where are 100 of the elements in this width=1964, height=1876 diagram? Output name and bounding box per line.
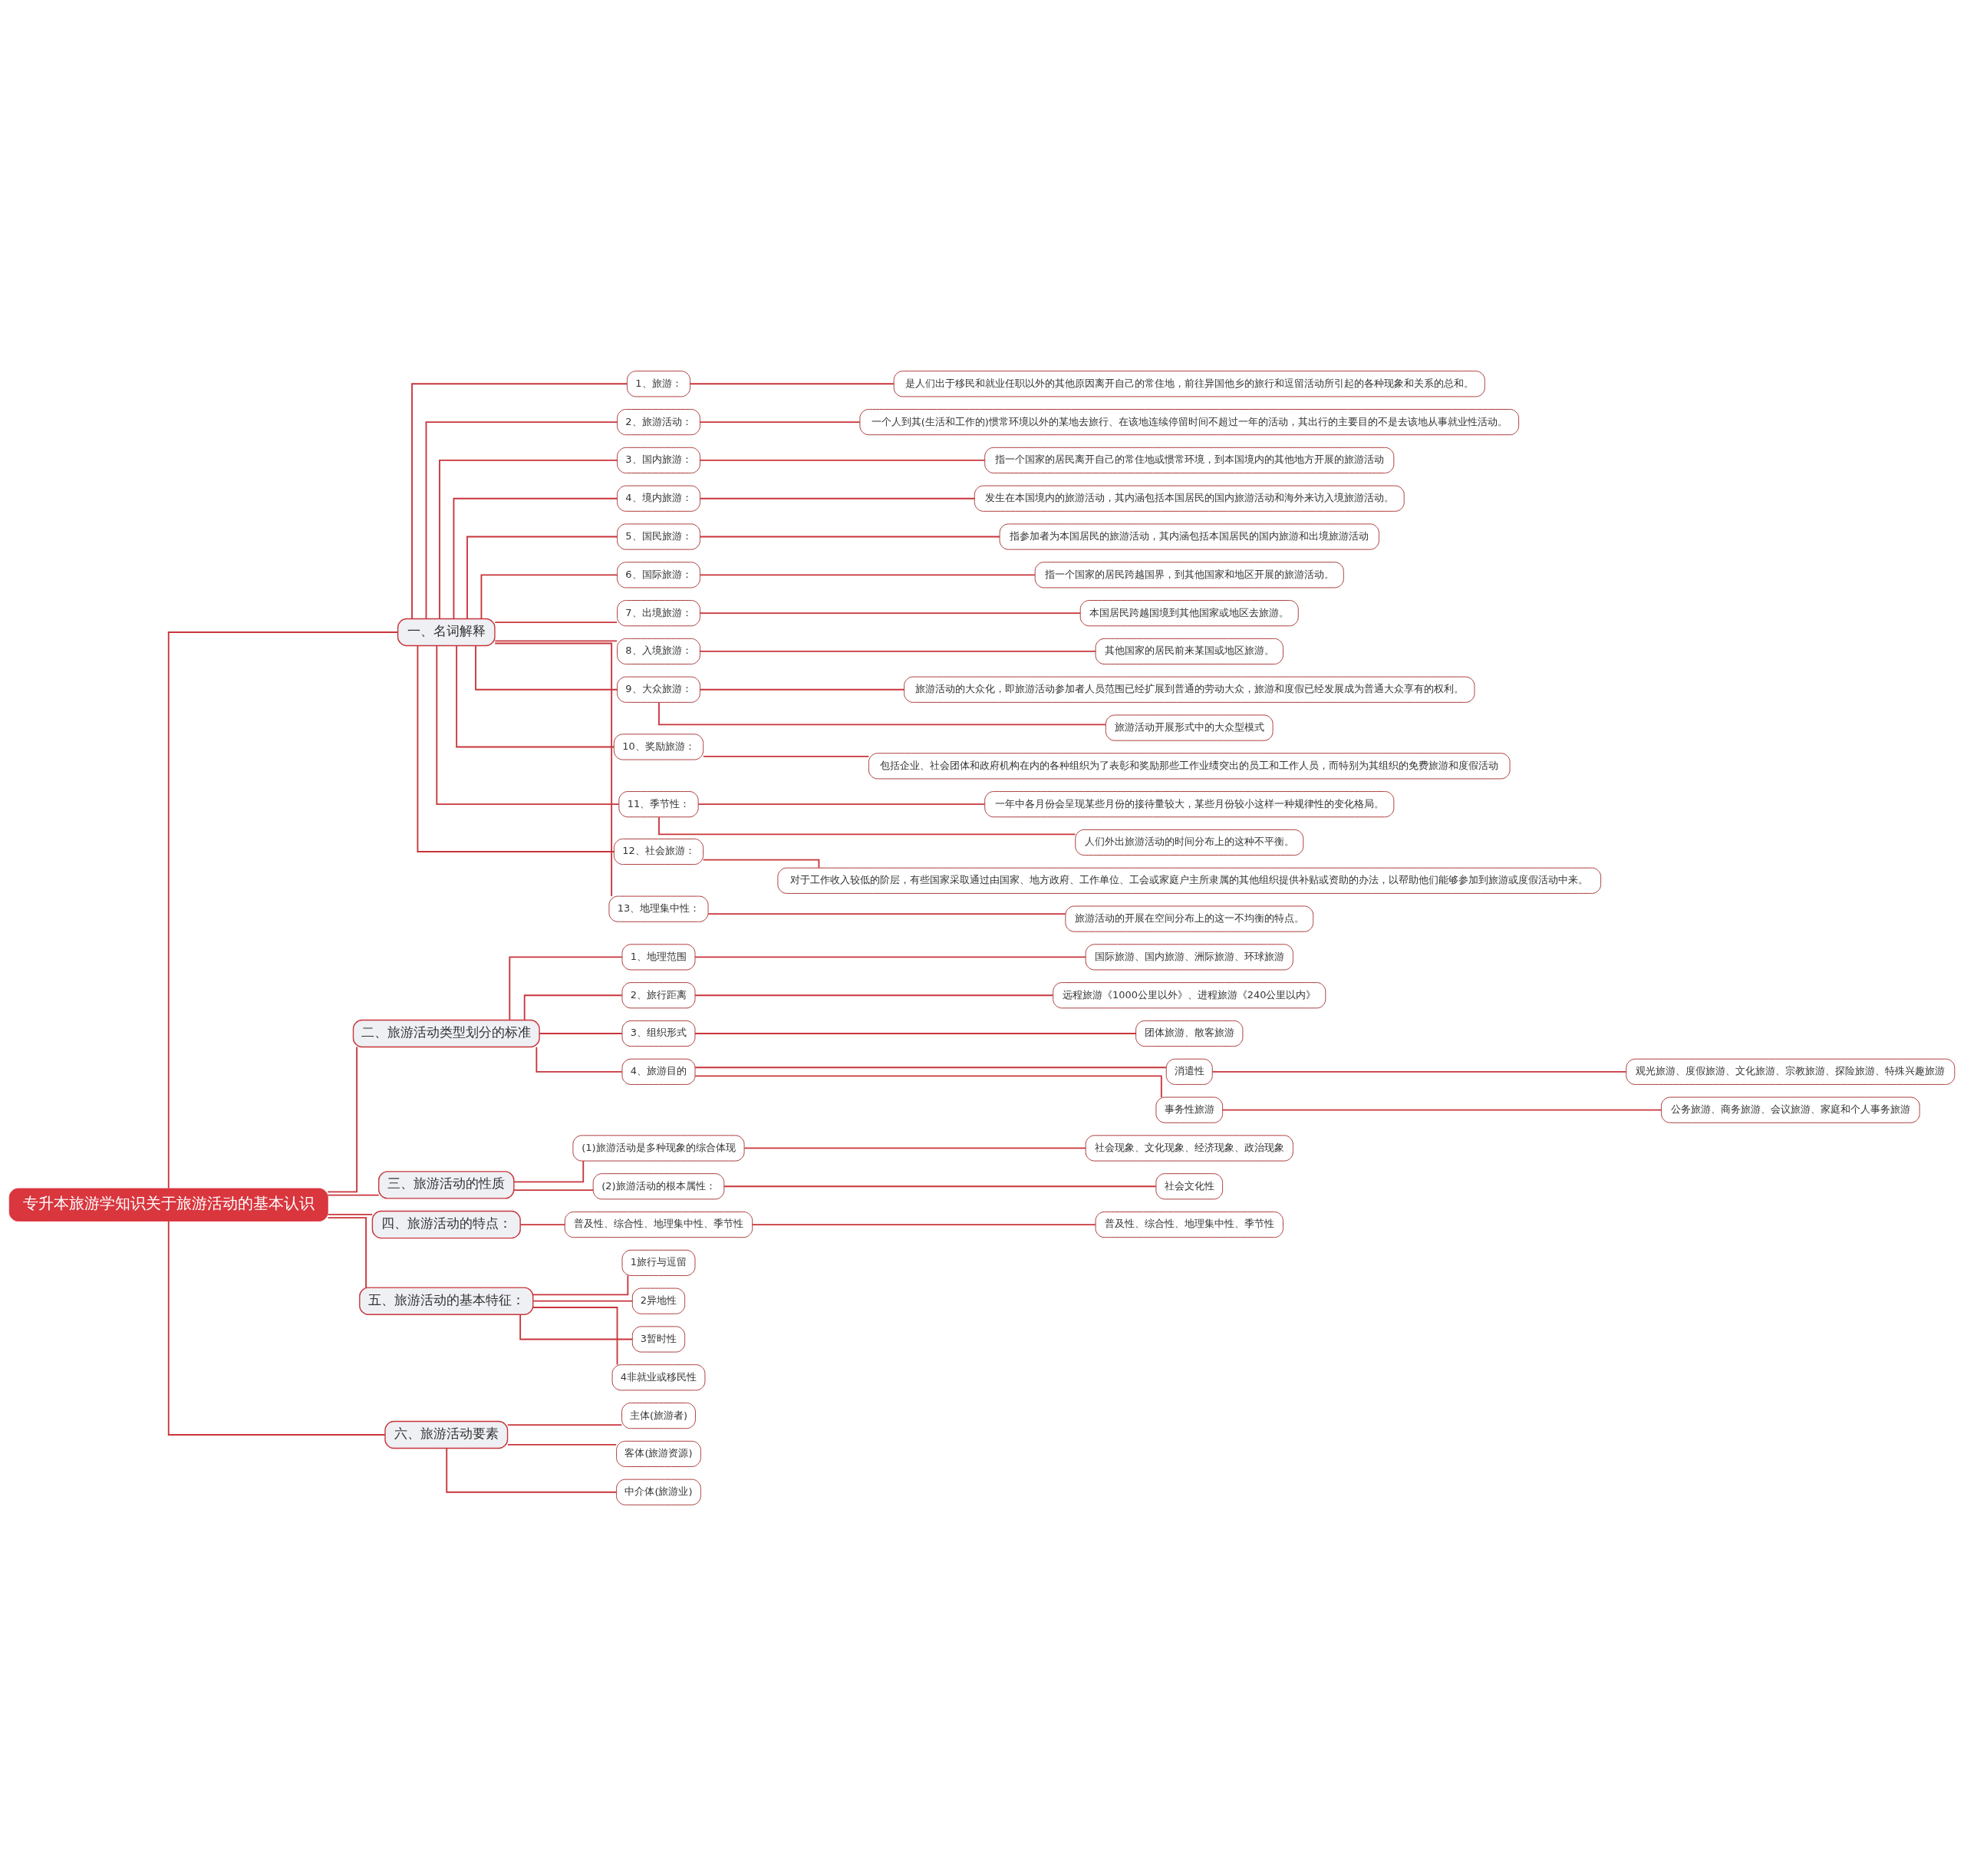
- connector: [532, 1274, 629, 1296]
- node-box: 13、地理集中性：: [608, 895, 709, 922]
- node-box: 4、旅游目的: [621, 1058, 696, 1085]
- node-box: 五、旅游活动的基本特征：: [359, 1287, 534, 1315]
- node-box: 事务性旅游: [1155, 1096, 1224, 1123]
- connector: [702, 756, 870, 757]
- connector: [707, 913, 1066, 915]
- node-box: 2、旅游活动：: [617, 409, 700, 436]
- connector: [327, 1046, 358, 1193]
- connector: [699, 574, 1036, 576]
- node-box: 二、旅游活动类型划分的标准: [352, 1019, 540, 1048]
- connector: [327, 1213, 374, 1215]
- node-box: 2、旅行距离: [621, 982, 696, 1009]
- connector: [694, 956, 1086, 958]
- connector: [539, 1033, 623, 1034]
- node-box: 包括企业、社会团体和政府机构在内的各种组织为了表彰和奖励那些工作业绩突出的员工和工作人员，而特别为其组织的免费旅游和度假活动: [868, 753, 1511, 780]
- connector: [453, 497, 618, 620]
- node-box: 旅游活动的大众化，即旅游活动参加者人员范围已经扩展到普通的劳动大众，旅游和度假已经发展成为普通大众享有的权利。: [904, 676, 1475, 703]
- node-box: 指一个国家的居民跨越国界，到其他国家和地区开展的旅游活动。: [1034, 562, 1344, 589]
- connector: [506, 1424, 623, 1426]
- node-box: 指一个国家的居民离开自己的常住地或惯常环境，到本国境内的其他地方开展的旅游活动: [984, 447, 1395, 473]
- connector: [699, 612, 1081, 615]
- connector: [743, 1147, 1086, 1149]
- node-box: 一个人到其(生活和工作的)惯常环境以外的某地去旅行、在该地连续停留时间不超过一年的活动，其出行的主要目的不是去该地从事就业性活动。: [859, 409, 1520, 436]
- node-box: 对于工作收入较低的阶层，有些国家采取通过由国家、地方政府、工作单位、工会或家庭户主所隶属的其他组织提供补贴或资助的办法，以帮助他们能够参加到旅游或度假活动中来。: [777, 867, 1602, 894]
- node-box: 3暂时性: [631, 1326, 686, 1353]
- node-box: 四、旅游活动的特点：: [371, 1210, 521, 1239]
- connector: [699, 460, 986, 461]
- node-box: 12、社会旅游：: [613, 838, 704, 865]
- node-box: 专升本旅游学知识关于旅游活动的基本认识: [8, 1188, 328, 1222]
- node-box: 发生在本国境内的旅游活动，其内涵包括本国居民的国内旅游活动和海外来访入境旅游活动。: [974, 485, 1405, 512]
- connector: [699, 688, 905, 691]
- connector: [699, 497, 976, 499]
- node-box: 远程旅游《1000公里以外》、进程旅游《240公里以内》: [1053, 982, 1326, 1009]
- connector: [480, 574, 618, 620]
- connector: [694, 1033, 1137, 1034]
- connector: [1221, 1109, 1662, 1111]
- connector: [697, 803, 986, 806]
- connector: [411, 383, 628, 620]
- connector: [702, 859, 820, 869]
- node-box: 一年中各月份会呈现某些月份的接待量较大，某些月份较小这样一种规律性的变化格局。: [984, 791, 1395, 818]
- connector: [658, 701, 1106, 726]
- node-box: 6、国际旅游：: [617, 562, 700, 589]
- node-box: 是人们出于移民和就业任职以外的其他原因离开自己的常住地，前往异国他乡的旅行和逗留活动所引起的各种现象和关系的总和。: [893, 371, 1485, 397]
- node-box: 1旅行与逗留: [621, 1249, 696, 1276]
- node-box: 社会现象、文化现象、经济现象、政治现象: [1085, 1135, 1293, 1162]
- connector: [456, 645, 615, 748]
- connector: [694, 1075, 1162, 1098]
- node-box: 旅游活动的开展在空间分布上的这一不均衡的特点。: [1065, 905, 1314, 932]
- connector: [506, 1444, 618, 1446]
- connector: [494, 642, 613, 897]
- node-box: 1、地理范围: [621, 944, 696, 971]
- connector: [475, 645, 618, 691]
- node-box: 主体(旅游者): [621, 1403, 696, 1429]
- connector: [535, 1046, 623, 1073]
- node-box: 7、出境旅游：: [617, 600, 700, 627]
- node-box: 其他国家的居民前来某国或地区旅游。: [1095, 638, 1284, 664]
- node-box: 9、大众旅游：: [617, 676, 700, 703]
- connector: [723, 1185, 1157, 1188]
- connector: [417, 645, 615, 852]
- node-box: 8、入境旅游：: [617, 638, 700, 664]
- connector: [436, 645, 620, 806]
- node-box: 3、组织形式: [621, 1020, 696, 1047]
- connector: [699, 651, 1096, 652]
- node-box: 4非就业或移民性: [611, 1364, 706, 1391]
- connector: [167, 1220, 386, 1436]
- node-box: 六、旅游活动要素: [384, 1420, 509, 1449]
- node-box: 3、国内旅游：: [617, 447, 700, 473]
- node-box: 旅游活动开展形式中的大众型模式: [1105, 714, 1274, 741]
- connector: [532, 1307, 618, 1366]
- node-box: 消遣性: [1165, 1058, 1213, 1085]
- node-box: 4、境内旅游：: [617, 485, 700, 512]
- node-box: 国际旅游、国内旅游、洲际旅游、环球旅游: [1085, 944, 1293, 971]
- node-box: 2异地性: [631, 1287, 686, 1314]
- connector: [494, 621, 618, 624]
- node-box: 人们外出旅游活动的时间分布上的这种不平衡。: [1075, 829, 1304, 856]
- connector: [513, 1189, 595, 1192]
- node-box: 公务旅游、商务旅游、会议旅游、家庭和个人事务旅游: [1661, 1096, 1920, 1123]
- node-box: 10、奖励旅游：: [613, 734, 704, 760]
- node-box: 一、名词解释: [397, 618, 496, 647]
- node-box: 三、旅游活动的性质: [378, 1171, 515, 1199]
- node-box: 11、季节性：: [618, 791, 699, 818]
- node-box: 指参加者为本国居民的旅游活动，其内涵包括本国居民的国内旅游和出境旅游活动: [999, 523, 1379, 550]
- connector: [446, 1447, 618, 1493]
- node-box: 普及性、综合性、地理集中性、季节性: [1095, 1212, 1284, 1238]
- connector: [689, 383, 895, 385]
- connector: [519, 1224, 566, 1225]
- connector: [523, 994, 623, 1021]
- connector: [694, 1067, 1167, 1069]
- node-box: (2)旅游活动的根本属性：: [592, 1173, 725, 1200]
- node-box: 客体(旅游资源): [616, 1440, 701, 1467]
- node-box: 1、旅游：: [627, 371, 690, 397]
- connector: [699, 421, 861, 423]
- node-box: 中介体(旅游业): [616, 1479, 701, 1505]
- connector: [658, 816, 1076, 836]
- node-box: 本国居民跨越国境到其他国家或地区去旅游。: [1079, 600, 1299, 627]
- connector: [532, 1300, 634, 1302]
- connector: [327, 1194, 380, 1196]
- node-box: 团体旅游、散客旅游: [1135, 1020, 1244, 1047]
- node-box: 社会文化性: [1155, 1173, 1224, 1200]
